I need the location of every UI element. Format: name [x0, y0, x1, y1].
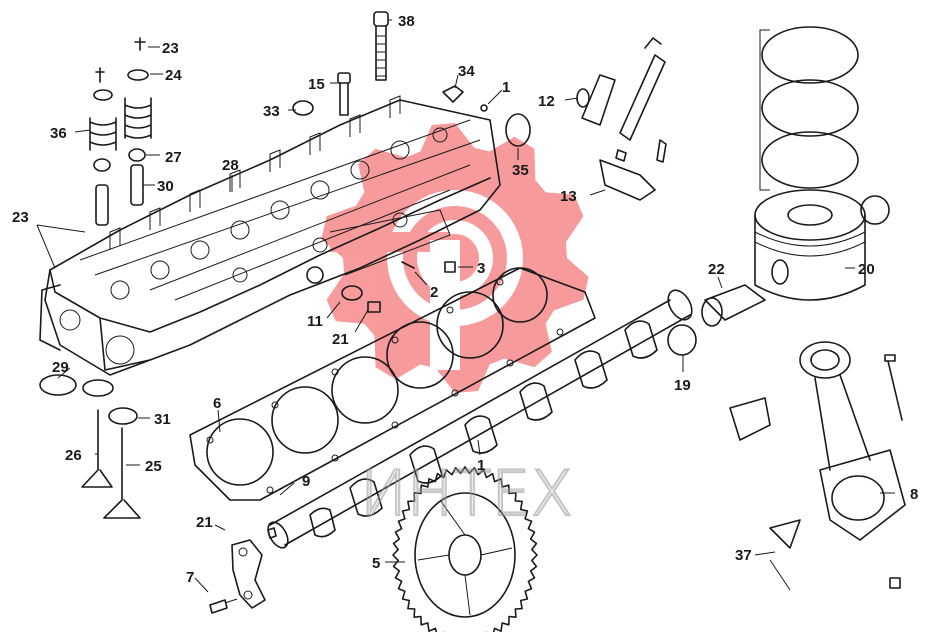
watermark-gear-logo	[321, 123, 589, 393]
label-2: 2	[430, 284, 438, 301]
label-33: 33	[263, 103, 280, 120]
cylinder-head	[39, 95, 501, 376]
label-30: 29	[52, 359, 69, 376]
label-21: 21	[196, 514, 213, 531]
thrust-plate	[209, 527, 277, 614]
label-11: 12	[538, 93, 555, 110]
label-7: 7	[186, 569, 194, 586]
head-gasket	[189, 267, 596, 501]
label-37: 37	[735, 547, 752, 564]
label-31: 30	[157, 178, 174, 195]
label-36: 36	[50, 125, 67, 142]
label-15: 19	[674, 377, 691, 394]
label-35: 35	[512, 162, 529, 179]
part-labels: 38 23 24 36 27 30 28 23 15 33 34 1 35 12…	[12, 13, 918, 586]
label-3: 3	[477, 260, 485, 277]
label-26: 25	[145, 458, 162, 475]
camshaft-gear	[392, 466, 538, 632]
small-parts	[306, 261, 456, 313]
label-1-top: 1	[502, 79, 510, 96]
valve-train	[39, 37, 152, 519]
label-28: 27	[165, 149, 182, 166]
label-32: 31	[154, 411, 171, 428]
label-19: 20	[858, 261, 875, 278]
camshaft	[267, 289, 693, 549]
label-24: 23	[162, 40, 179, 57]
connecting-rod	[729, 341, 906, 591]
label-6: 6	[213, 395, 221, 412]
label-5: 5	[372, 555, 380, 572]
label-29: 28	[222, 157, 239, 174]
injector-assembly	[576, 37, 667, 201]
label-23: 23	[12, 209, 29, 226]
watermark-text: ИНТЕХ	[360, 457, 573, 530]
piston-rings	[759, 26, 859, 191]
label-1-bottom: 1	[477, 457, 485, 474]
leader-lines	[36, 19, 895, 593]
label-13: 15	[308, 76, 325, 93]
label-20: 21	[332, 331, 349, 348]
label-10: 11	[307, 313, 323, 330]
label-38: 38	[398, 13, 415, 30]
piston	[754, 189, 890, 301]
label-25: 24	[165, 67, 182, 84]
label-27: 26	[65, 447, 82, 464]
label-8: 8	[910, 486, 918, 503]
label-34: 34	[458, 63, 475, 80]
head-bolts	[292, 11, 531, 147]
piston-pin	[667, 284, 766, 356]
label-12: 13	[560, 188, 577, 205]
label-22: 22	[708, 261, 725, 278]
label-9: 9	[302, 473, 310, 490]
